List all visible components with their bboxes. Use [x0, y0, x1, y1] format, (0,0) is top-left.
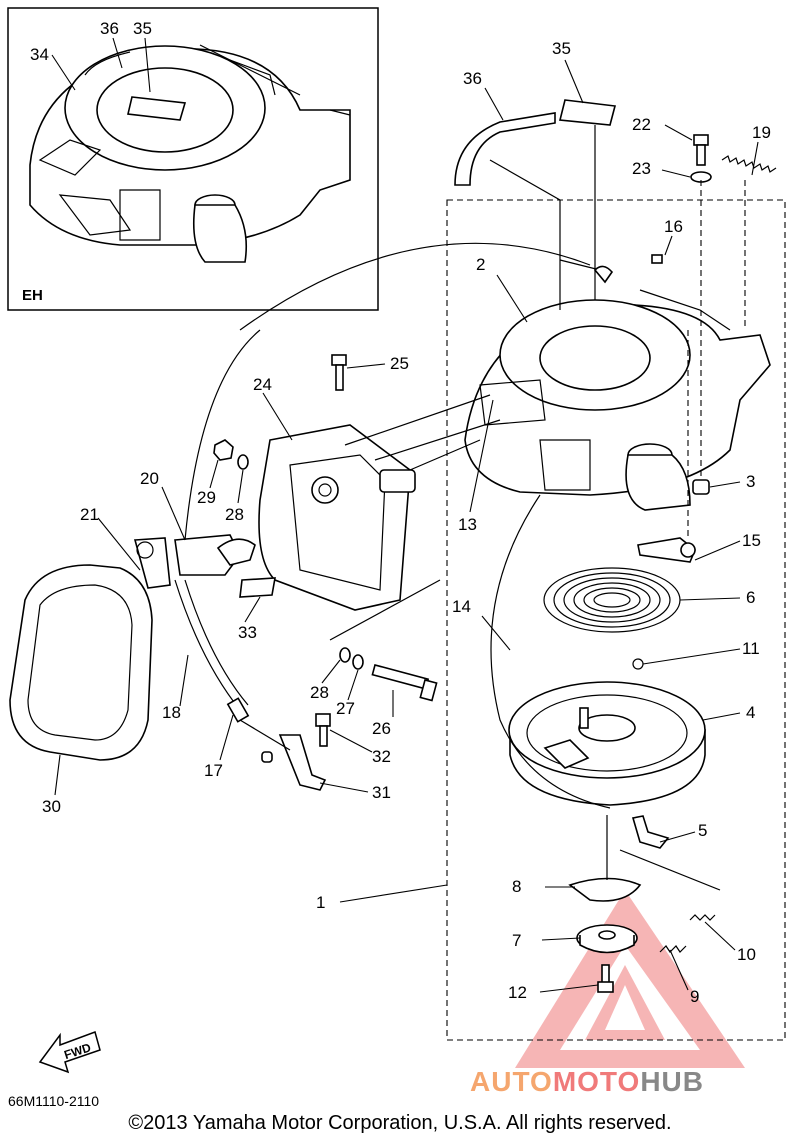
part-20-lever — [174, 534, 256, 576]
callout-3: 3 — [746, 472, 755, 491]
callout-30: 30 — [42, 797, 61, 816]
part-10-spring — [689, 914, 716, 921]
part-6-spiral-spring — [543, 567, 681, 633]
callout-7: 7 — [512, 931, 521, 950]
callout-11: 11 — [742, 639, 760, 658]
callout-16: 16 — [664, 217, 683, 236]
callout-10: 10 — [737, 945, 756, 964]
part-24-bracket — [258, 424, 416, 611]
callout-13: 13 — [458, 515, 477, 534]
callout-labels: 1 2 3 4 5 6 7 8 9 10 11 12 13 14 15 16 1… — [30, 19, 771, 1006]
part-12-bolt — [597, 964, 614, 993]
callout-23: 23 — [632, 159, 651, 178]
callout-26: 26 — [372, 719, 391, 738]
callout-35: 35 — [552, 39, 571, 58]
part-31-bracket — [278, 734, 327, 791]
part-7-drive-plate — [576, 924, 638, 954]
part-14-rope — [490, 494, 611, 809]
part-33-decal — [239, 577, 276, 598]
callout-1: 1 — [316, 893, 325, 912]
callout-15: 15 — [742, 531, 761, 550]
watermark-triangle — [515, 890, 745, 1068]
callout-9: 9 — [690, 987, 699, 1006]
callout-14: 14 — [452, 597, 471, 616]
callout-8: 8 — [512, 877, 521, 896]
part-3-grommet — [692, 479, 710, 495]
part-21-clip — [133, 537, 171, 589]
callout-18: 18 — [162, 703, 181, 722]
callout-28a: 28 — [225, 505, 244, 524]
callout-31: 31 — [372, 783, 391, 802]
leader-lines — [51, 37, 759, 993]
part-22-bolt — [693, 134, 709, 166]
forward-arrow: FWD — [38, 1031, 101, 1074]
callout-35-inset: 35 — [133, 19, 152, 38]
callout-25: 25 — [390, 354, 409, 373]
callout-12: 12 — [508, 983, 527, 1002]
watermark-logo: AUTOMOTOHUB — [470, 1066, 704, 1098]
part-5-pawl — [631, 815, 670, 849]
callout-24: 24 — [253, 375, 272, 394]
part-28-washer — [237, 454, 249, 470]
part-4-pulley — [508, 681, 706, 806]
assembly-boundary — [446, 199, 786, 1041]
part-30-grip — [9, 564, 153, 761]
callout-21: 21 — [80, 505, 99, 524]
callout-27: 27 — [336, 699, 355, 718]
callout-5: 5 — [698, 821, 707, 840]
callout-28b: 28 — [310, 683, 329, 702]
part-36-decal — [454, 112, 556, 186]
part-11-clip — [632, 658, 644, 670]
watermark-hub: HUB — [640, 1066, 704, 1097]
part-17-end — [261, 751, 273, 763]
callout-34: 34 — [30, 45, 49, 64]
inset-label: EH — [22, 287, 43, 304]
part-9-spring — [659, 945, 687, 953]
part-26-bolt — [371, 664, 438, 702]
callout-36: 36 — [463, 69, 482, 88]
part-25-bolt — [331, 354, 347, 391]
copyright-notice: ©2013 Yamaha Motor Corporation, U.S.A. A… — [128, 1112, 672, 1134]
callout-20: 20 — [140, 469, 159, 488]
callout-32: 32 — [372, 747, 391, 766]
callout-6: 6 — [746, 588, 755, 607]
callout-36-inset: 36 — [100, 19, 119, 38]
part-8-friction-plate — [568, 877, 642, 902]
watermark-auto: AUTO — [470, 1066, 553, 1097]
part-19-spring — [721, 155, 777, 173]
callout-33: 33 — [238, 623, 257, 642]
part-18-cable — [174, 579, 241, 711]
callout-19: 19 — [752, 123, 771, 142]
callout-17: 17 — [204, 761, 223, 780]
part-35-label — [558, 99, 617, 126]
drawing-code: 66M1110-2110 — [8, 1093, 100, 1109]
inset-eh: EH — [7, 7, 379, 311]
callout-2: 2 — [476, 255, 485, 274]
callout-22: 22 — [632, 115, 651, 134]
watermark-moto: MOTO — [552, 1066, 641, 1097]
part-32-bolt — [315, 713, 331, 747]
part-2-starter-housing — [464, 289, 771, 511]
part-29-nut — [213, 439, 234, 461]
callout-4: 4 — [746, 703, 755, 722]
callout-29: 29 — [197, 488, 216, 507]
